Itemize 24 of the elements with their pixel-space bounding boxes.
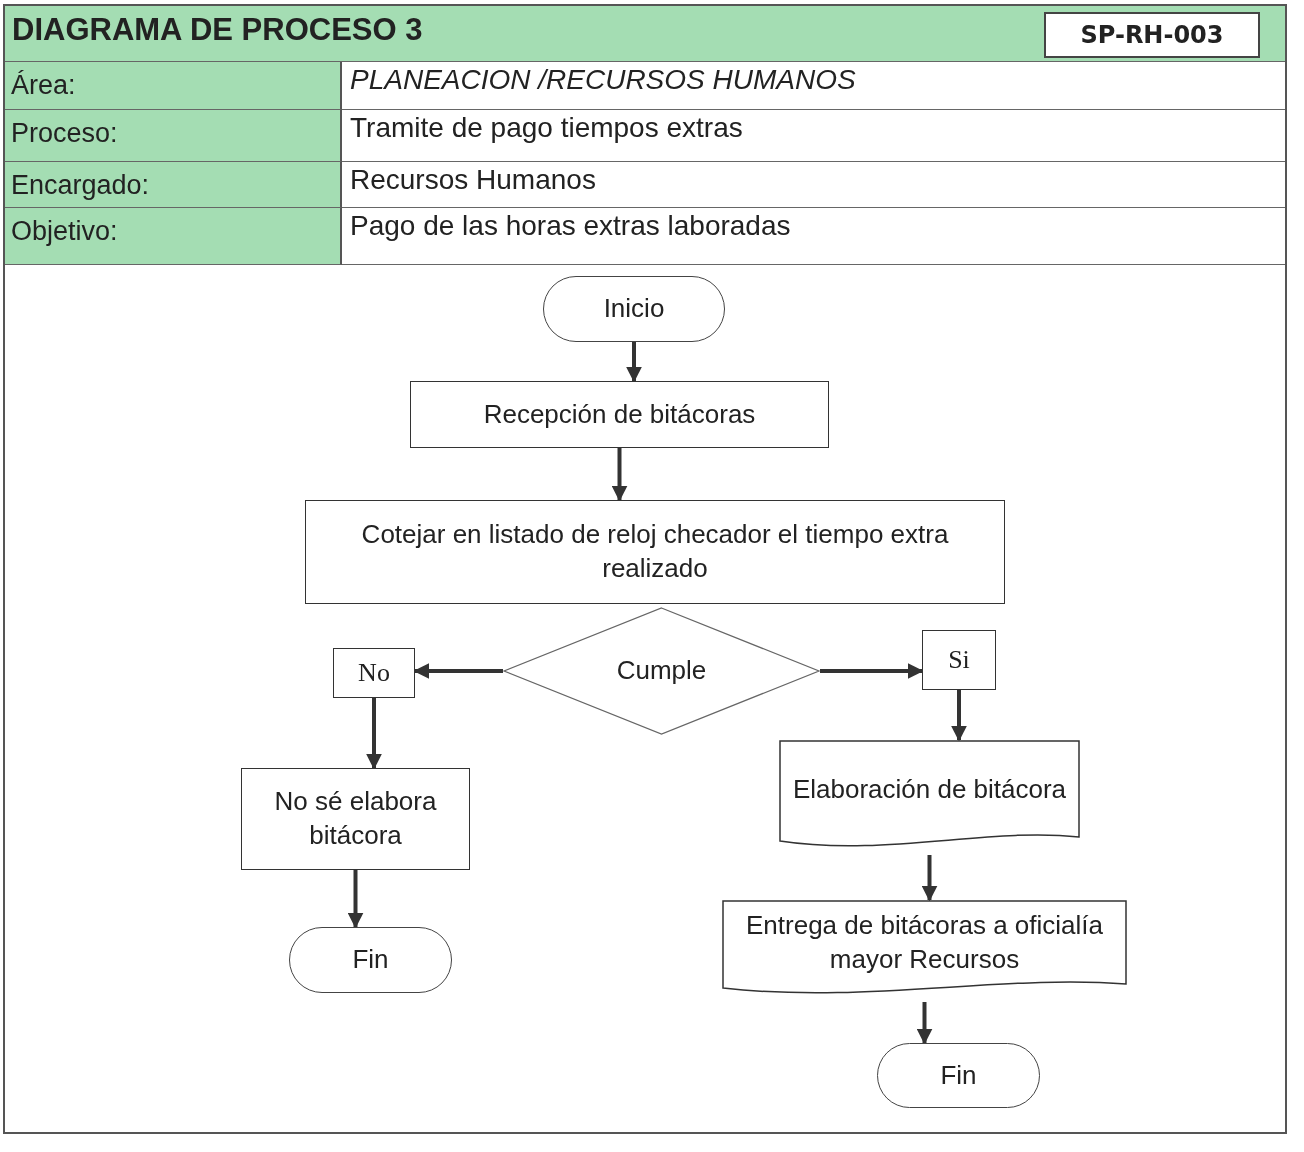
- arrow: [916, 1002, 933, 1045]
- terminal-pill: Fin: [877, 1043, 1040, 1108]
- field-label: Encargado:: [5, 162, 342, 208]
- field-label: Área:: [5, 62, 342, 110]
- arrow: [347, 870, 364, 929]
- process-box: Recepción de bitácoras: [410, 381, 829, 448]
- arrow: [611, 448, 628, 502]
- arrow: [413, 663, 503, 679]
- decision-diamond: Cumple: [503, 607, 820, 735]
- arrow: [820, 663, 924, 679]
- terminal-pill: Inicio: [543, 276, 725, 342]
- terminal-pill: Fin: [289, 927, 452, 993]
- document-code: SP-RH-003: [1044, 12, 1260, 58]
- field-label: Objetivo:: [5, 208, 342, 265]
- title: DIAGRAMA DE PROCESO 3: [12, 12, 423, 48]
- process-box: No sé elabora bitácora: [241, 768, 470, 870]
- field-label: Proceso:: [5, 110, 342, 162]
- arrow: [921, 855, 938, 902]
- answer-box: No: [333, 648, 415, 698]
- arrow: [951, 690, 967, 742]
- arrow: [366, 698, 382, 770]
- arrow: [626, 342, 642, 383]
- answer-box: Si: [922, 630, 996, 690]
- process-box: Cotejar en listado de reloj checador el tiempo extra realizado: [305, 500, 1005, 604]
